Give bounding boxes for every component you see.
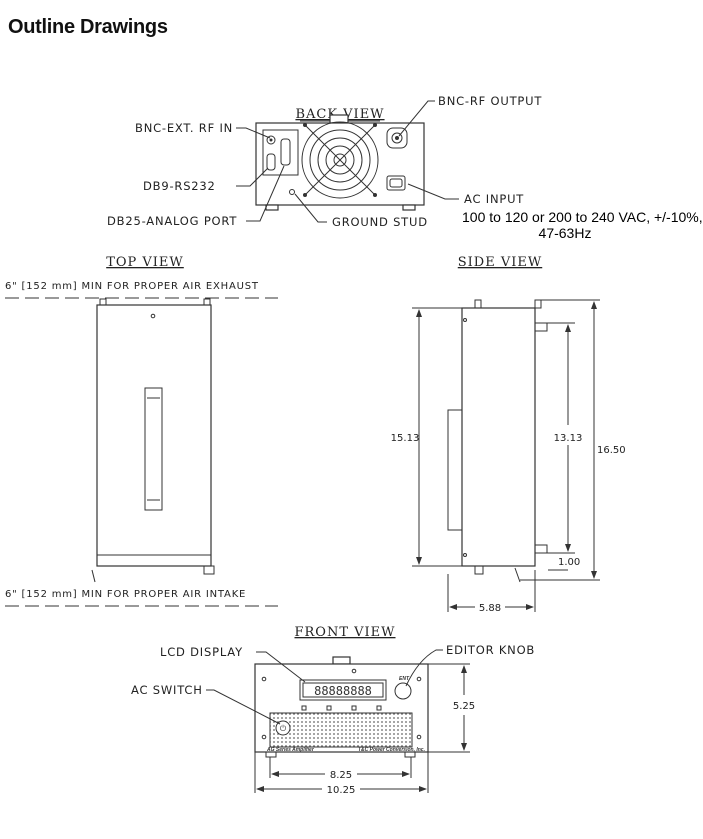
exhaust-note: 6" [152 mm] MIN FOR PROPER AIR EXHAUST <box>5 281 259 292</box>
indicator-leds <box>301 705 382 711</box>
side-panel <box>461 307 536 567</box>
db9-connector <box>266 153 276 171</box>
power-icon: ⏻ <box>280 724 287 733</box>
ac-inlet-icon <box>386 175 406 191</box>
vent-grille <box>269 712 413 748</box>
editor-knob <box>394 682 412 700</box>
handle-slot <box>144 387 163 511</box>
ac-switch <box>275 720 291 736</box>
dim-16-50: 16.50 <box>597 445 626 456</box>
front-view: FRONT VIEW 88888888 ENT ⏻ AG Series Ampl… <box>131 625 535 796</box>
label-bnc-rf-output: BNC-RF OUTPUT <box>438 94 542 108</box>
ac-spec-line1: 100 to 120 or 200 to 240 VAC, +/-10%, <box>462 209 703 225</box>
db25-connector <box>280 138 291 166</box>
fan-icon <box>301 121 379 199</box>
lcd-display <box>299 679 387 701</box>
label-ac-switch: AC SWITCH <box>131 683 203 697</box>
side-view-heading: SIDE VIEW <box>458 255 542 270</box>
dim-5-88: 5.88 <box>479 603 501 614</box>
front-view-heading: FRONT VIEW <box>294 625 395 640</box>
dim-13-13: 13.13 <box>554 433 583 444</box>
label-editor-knob: EDITOR KNOB <box>446 643 535 657</box>
ac-spec-line2: 47-63Hz <box>539 225 592 241</box>
back-view: BACK VIEW BNC-EXT. RF IN DB <box>107 94 703 241</box>
intake-note: 6" [152 mm] MIN FOR PROPER AIR INTAKE <box>5 589 246 600</box>
label-db9: DB9-RS232 <box>143 179 216 193</box>
knob-label: ENT <box>399 676 410 682</box>
label-bnc-ext-rf-in: BNC-EXT. RF IN <box>135 121 233 135</box>
bnc-ext-connector <box>266 135 276 145</box>
dim-15-13: 15.13 <box>391 433 420 444</box>
top-panel <box>96 304 212 567</box>
bnc-rf-output-connector <box>386 127 408 149</box>
dim-5-25: 5.25 <box>453 701 475 712</box>
lcd-readout: 88888888 <box>314 684 372 698</box>
brand-left: AG Series Amplifier <box>266 747 315 753</box>
label-ground-stud: GROUND STUD <box>332 215 428 229</box>
dim-10-25: 10.25 <box>327 785 356 796</box>
brand-right: T&C Power Conversion, Inc. <box>358 747 425 753</box>
dim-8-25: 8.25 <box>330 770 352 781</box>
page-title: Outline Drawings <box>8 16 168 38</box>
top-view-heading: TOP VIEW <box>106 255 184 270</box>
ground-stud <box>289 189 295 195</box>
dim-1-00: 1.00 <box>558 557 580 568</box>
side-view: SIDE VIEW 15.13 13.13 16.50 1.00 5.88 <box>391 255 626 614</box>
top-view: TOP VIEW 6" [152 mm] MIN FOR PROPER AIR … <box>5 255 278 607</box>
label-lcd-display: LCD DISPLAY <box>160 645 243 659</box>
label-ac-input: AC INPUT <box>464 192 524 206</box>
label-db25: DB25-ANALOG PORT <box>107 214 237 228</box>
